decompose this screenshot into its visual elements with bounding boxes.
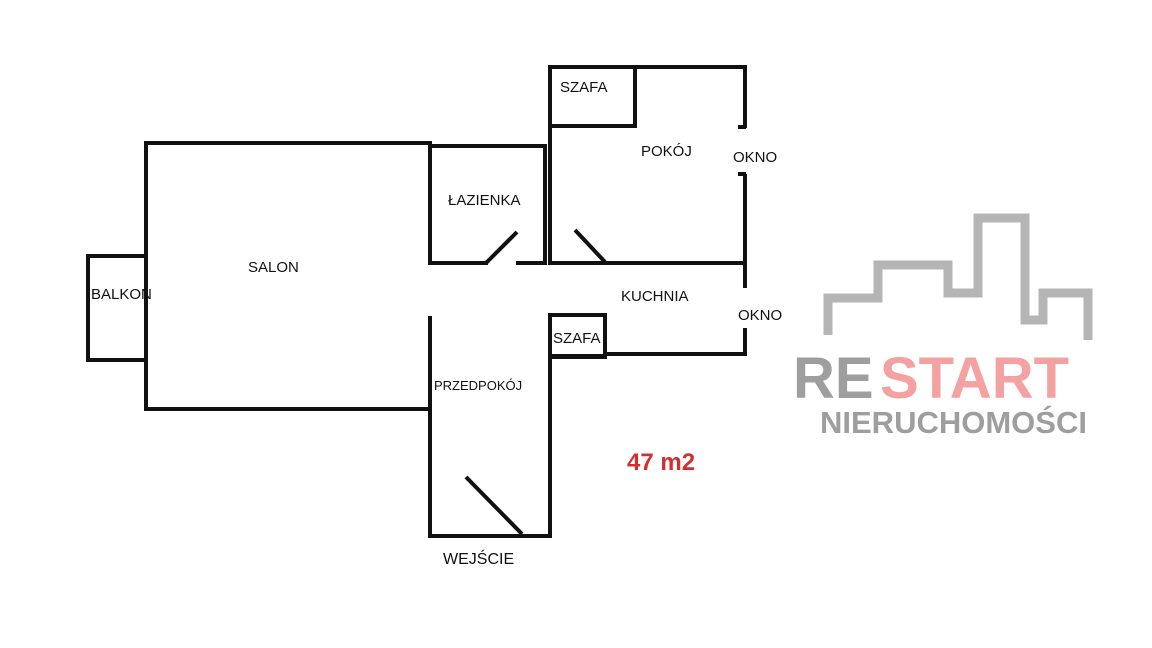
pokoj-door: [573, 228, 607, 264]
lazienka-wall: [428, 144, 547, 265]
salon-wall-lower: [144, 316, 432, 411]
logo-text-start: START: [880, 346, 1069, 411]
restart-logo: RE START NIERUCHOMOŚCI: [793, 213, 1093, 440]
logo-tagline: NIERUCHOMOŚCI: [820, 404, 1087, 440]
przedpokoj-wall: [428, 355, 552, 538]
szafa-top-outline: [548, 65, 637, 128]
logo-text-re: RE: [793, 346, 874, 411]
pokoj-wall: [548, 65, 747, 265]
room-label-okno-kuchnia: OKNO: [738, 307, 782, 324]
room-label-balkon: BALKON: [91, 286, 152, 303]
salon-wall: [144, 141, 432, 265]
room-label-okno-pokoj: OKNO: [733, 149, 777, 166]
room-label-szafa-top: SZAFA: [560, 79, 608, 96]
area-label: 47 m2: [627, 449, 695, 476]
room-label-szafa-bottom: SZAFA: [553, 330, 601, 347]
room-label-salon: SALON: [248, 259, 299, 276]
logo-skyline-icon: [823, 213, 1093, 340]
entrance-door: [464, 475, 524, 536]
room-label-pokoj: POKÓJ: [641, 143, 692, 160]
balkon-outline: [86, 254, 148, 362]
room-label-lazienka: ŁAZIENKA: [448, 192, 521, 209]
room-label-kuchnia: KUCHNIA: [621, 288, 689, 305]
lazienka-door: [484, 230, 519, 265]
room-label-przedpokoj: PRZEDPOKÓJ: [434, 378, 522, 393]
room-label-wejscie: WEJŚCIE: [443, 549, 514, 568]
